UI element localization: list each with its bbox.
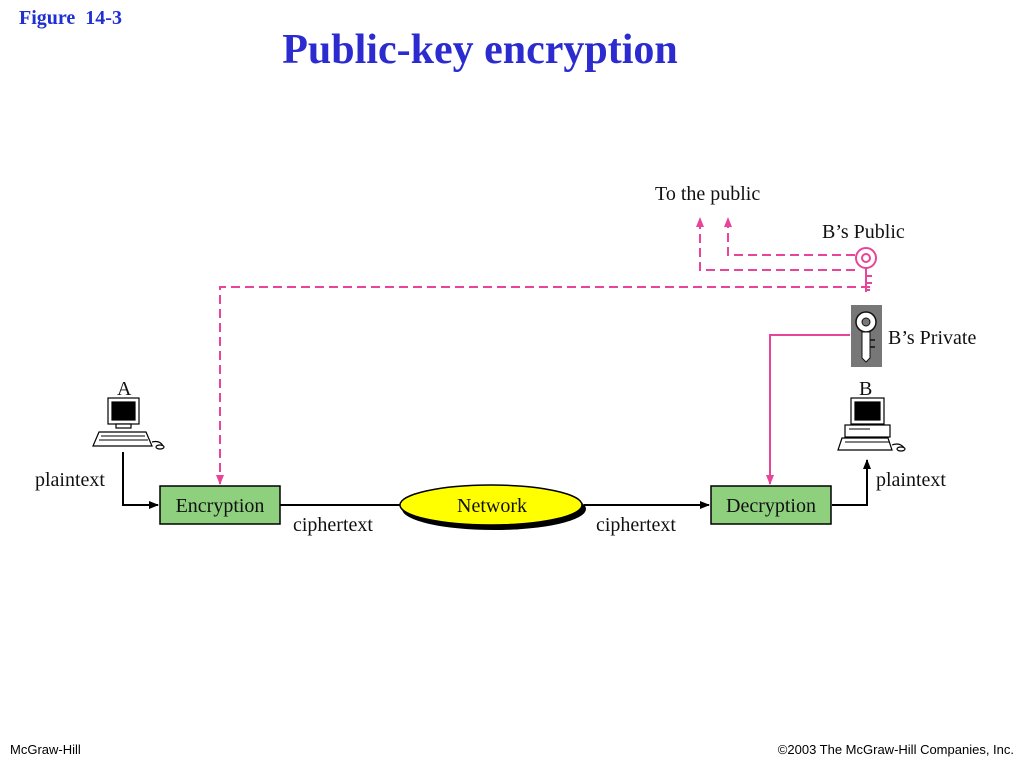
footer-publisher: McGraw-Hill (10, 742, 81, 757)
decryption-box: Decryption (710, 485, 832, 525)
network-label: Network (457, 495, 527, 517)
public-key-path (216, 217, 870, 485)
public-key-icon (855, 247, 877, 292)
private-key-label: B’s Private (888, 327, 976, 349)
private-key-icon (851, 305, 882, 367)
computer-a-icon (92, 397, 165, 450)
public-key-label: B’s Public (822, 221, 905, 243)
data-flow-lines (122, 452, 871, 509)
ciphertext-left-label: ciphertext (293, 514, 373, 536)
network-node: Network (399, 484, 586, 530)
slide-title: Public-key encryption (282, 27, 678, 73)
encryption-box: Encryption (159, 485, 281, 525)
to-the-public-label: To the public (655, 183, 760, 205)
plaintext-left-label: plaintext (35, 469, 105, 491)
encryption-label: Encryption (176, 495, 265, 517)
decryption-label: Decryption (726, 495, 816, 517)
footer-copyright: ©2003 The McGraw-Hill Companies, Inc. (777, 742, 1014, 757)
computer-a-label: A (117, 378, 132, 400)
private-key-path (766, 334, 850, 485)
computer-b-icon (837, 397, 906, 452)
plaintext-right-label: plaintext (876, 469, 946, 491)
computer-b-label: B (859, 378, 872, 400)
ciphertext-right-label: ciphertext (596, 514, 676, 536)
figure-label: Figure 14-3 (19, 7, 122, 29)
